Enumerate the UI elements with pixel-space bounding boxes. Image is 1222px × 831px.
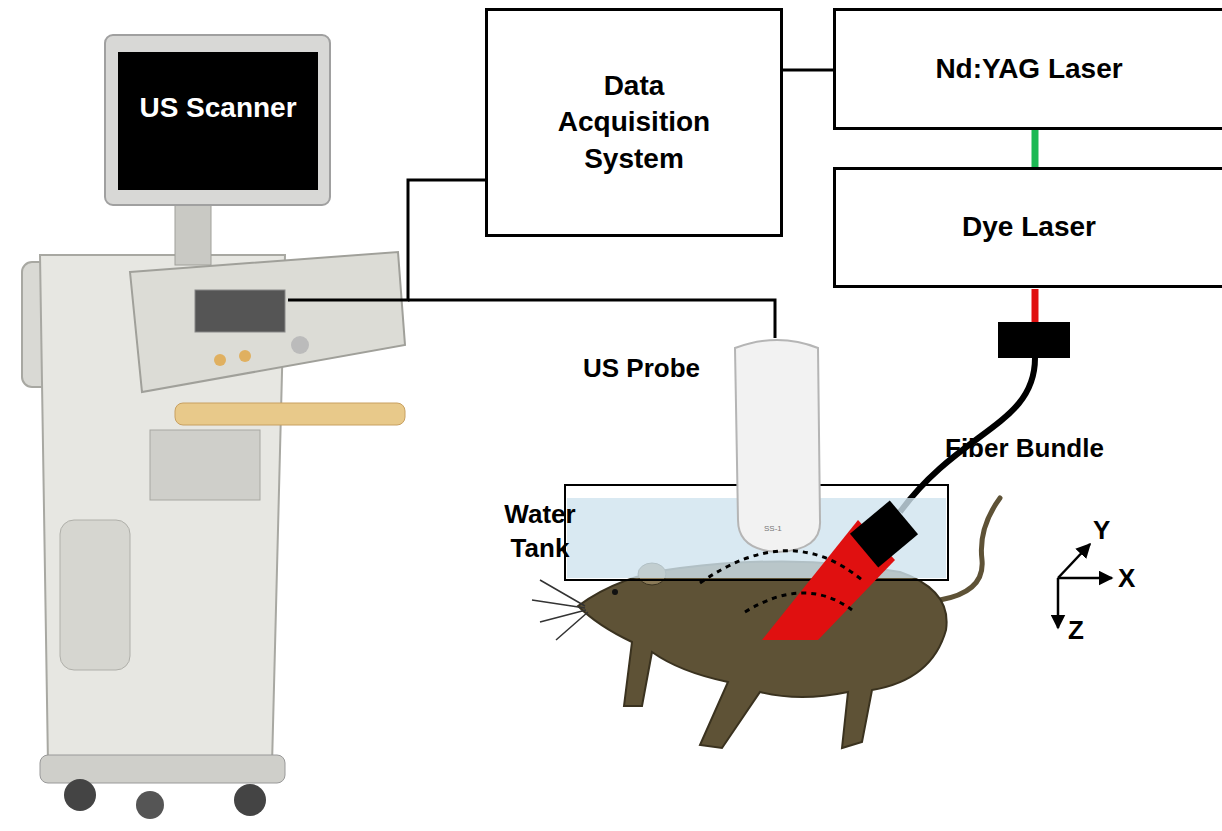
part-label: US Probe (583, 352, 700, 386)
node-text: Dye Laser (962, 209, 1096, 245)
us-probe (735, 340, 820, 552)
axis-label: Y (1093, 514, 1110, 548)
svg-rect (60, 520, 130, 670)
fiber-connector (998, 322, 1070, 358)
svg-path (532, 580, 588, 640)
node-text: Data Acquisition System (539, 68, 729, 177)
acoustic-waves (745, 593, 852, 612)
laser-output (1032, 289, 1039, 322)
svg-rect (150, 430, 260, 500)
node-text: Nd:YAG Laser (935, 51, 1122, 87)
axes (1058, 544, 1112, 628)
svg-circle (234, 784, 266, 816)
svg-circle (239, 350, 251, 362)
acoustic-waves (700, 551, 862, 583)
svg-circle (214, 354, 226, 366)
scanner-illustration (22, 35, 405, 819)
svg-circle (64, 779, 96, 811)
svg-circle (612, 589, 618, 595)
svg-circle (136, 791, 164, 819)
connector (288, 180, 485, 300)
svg-circle (291, 336, 309, 354)
svg-line (1058, 544, 1090, 578)
svg-path (130, 252, 405, 392)
svg-line (1057, 578, 1060, 628)
svg-rect (40, 755, 285, 783)
svg-rect (195, 290, 285, 332)
laser-box: Nd:YAG Laser (833, 8, 1222, 130)
model-label: SS-1 (764, 524, 782, 534)
svg-rect (118, 52, 318, 190)
svg-rect (175, 403, 405, 425)
svg-rect (105, 35, 330, 205)
part-label: Fiber Bundle (945, 432, 1104, 466)
fiber-head (850, 500, 918, 567)
laser-box: Dye Laser (833, 167, 1222, 288)
connector (783, 69, 833, 72)
scanner-screen: US Scanner (110, 30, 288, 810)
svg-path (578, 561, 947, 748)
process-box: Data Acquisition System (485, 8, 783, 237)
svg-line (1058, 577, 1112, 580)
connector (1032, 130, 1039, 167)
axis-label: Z (1068, 614, 1084, 648)
part-label: Water Tank (500, 498, 580, 566)
axis-label: X (1118, 562, 1135, 596)
probe-wire (408, 300, 775, 338)
node-text: US Scanner (118, 88, 318, 129)
